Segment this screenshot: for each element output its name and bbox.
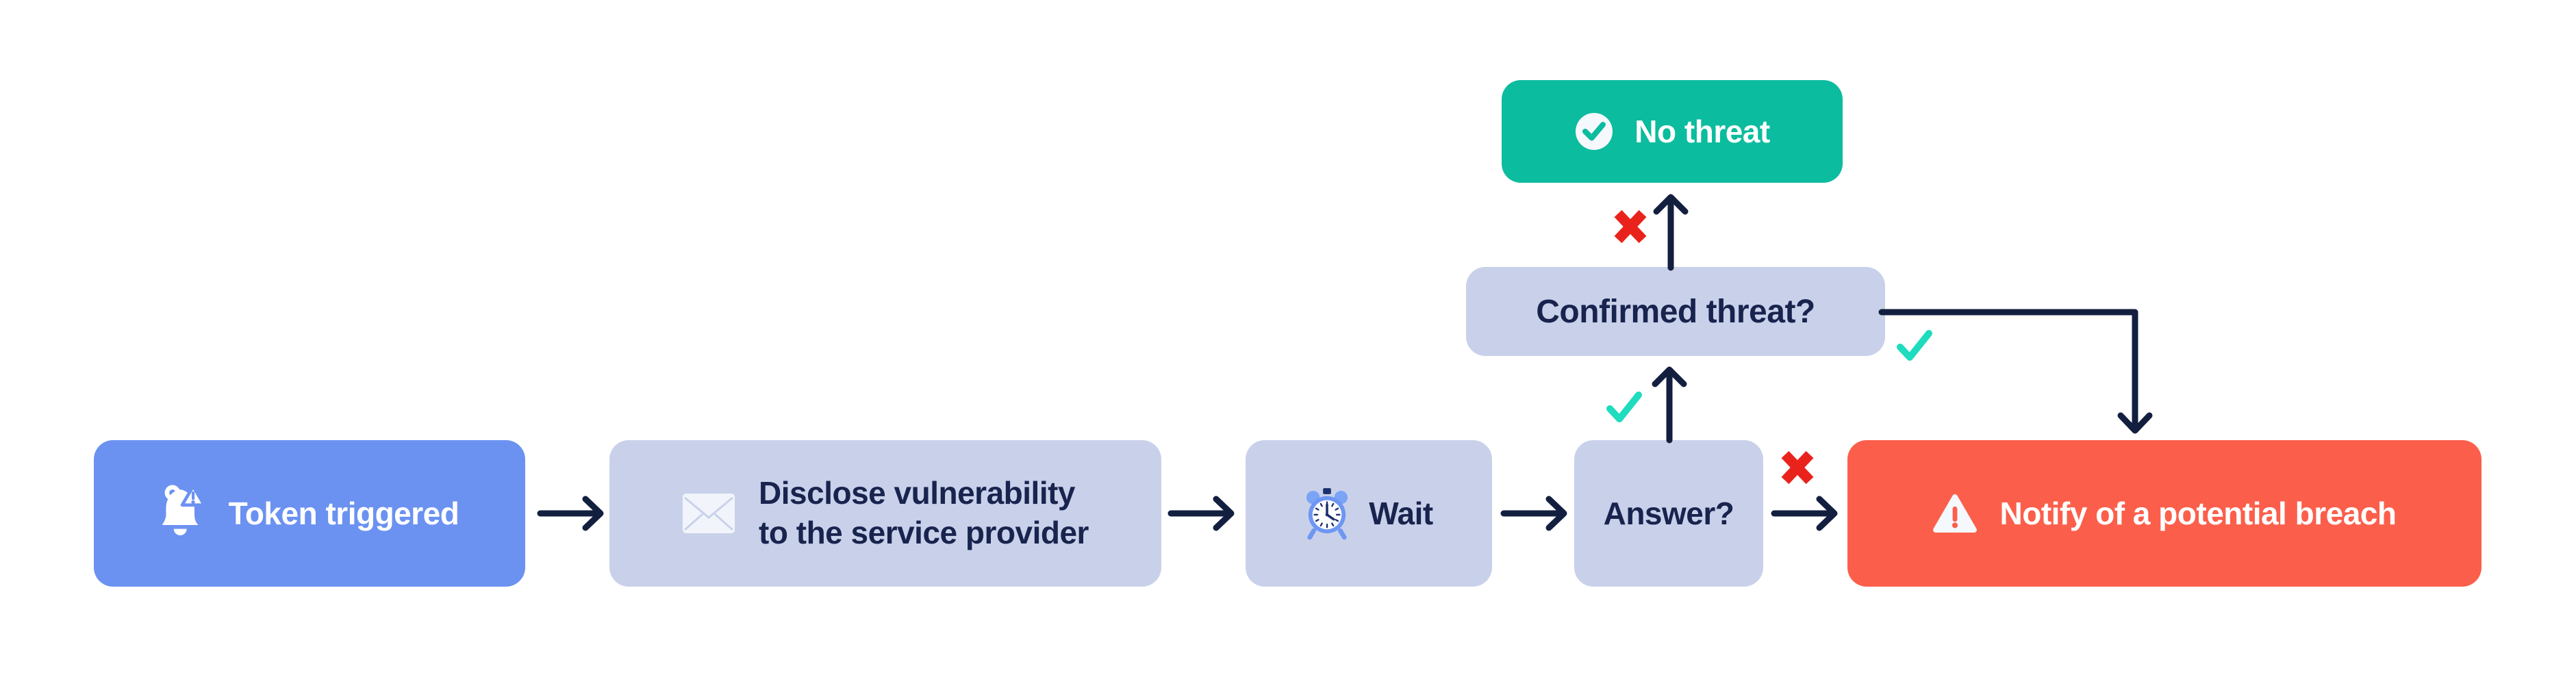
node-confirmed-label: Confirmed threat?	[1536, 293, 1815, 330]
yes-marker-check-icon-confirmed	[1897, 330, 1932, 361]
yes-marker-check-icon-answer	[1606, 392, 1642, 422]
arrow-answer-to-notify	[1771, 496, 1838, 531]
arrow-disclose-to-wait	[1167, 496, 1235, 531]
arrow-confirmed-to-notify-elbow	[1878, 309, 2153, 434]
arrow-token-to-disclose	[537, 496, 604, 531]
node-token-triggered: Token triggered	[94, 440, 525, 587]
alarm-clock-icon	[1306, 488, 1348, 540]
node-token-label: Token triggered	[228, 496, 459, 531]
warning-triangle-icon	[1932, 494, 1977, 533]
envelope-icon	[683, 494, 735, 533]
arrow-wait-to-answer	[1500, 496, 1567, 531]
bell-alert-icon	[162, 485, 205, 536]
node-notify-breach: Notify of a potential breach	[1847, 440, 2482, 587]
node-confirmed-threat: Confirmed threat?	[1466, 267, 1885, 356]
no-marker-cross-icon-confirmed	[1614, 209, 1647, 244]
node-notify-label: Notify of a potential breach	[1999, 496, 2397, 531]
arrow-confirmed-to-nothreat	[1653, 194, 1689, 271]
node-answer: Answer?	[1574, 440, 1763, 587]
arrow-answer-to-confirmed	[1652, 366, 1687, 444]
node-disclose-vulnerability: Disclose vulnerability to the service pr…	[609, 440, 1161, 587]
node-disclose-label: Disclose vulnerability to the service pr…	[759, 475, 1089, 550]
check-circle-icon	[1576, 113, 1613, 150]
node-answer-label: Answer?	[1603, 496, 1734, 531]
no-marker-cross-icon-answer	[1781, 450, 1814, 485]
node-wait: Wait	[1246, 440, 1492, 587]
node-no-threat: No threat	[1502, 80, 1843, 183]
node-wait-label: Wait	[1369, 496, 1433, 531]
node-nothreat-label: No threat	[1634, 114, 1770, 149]
